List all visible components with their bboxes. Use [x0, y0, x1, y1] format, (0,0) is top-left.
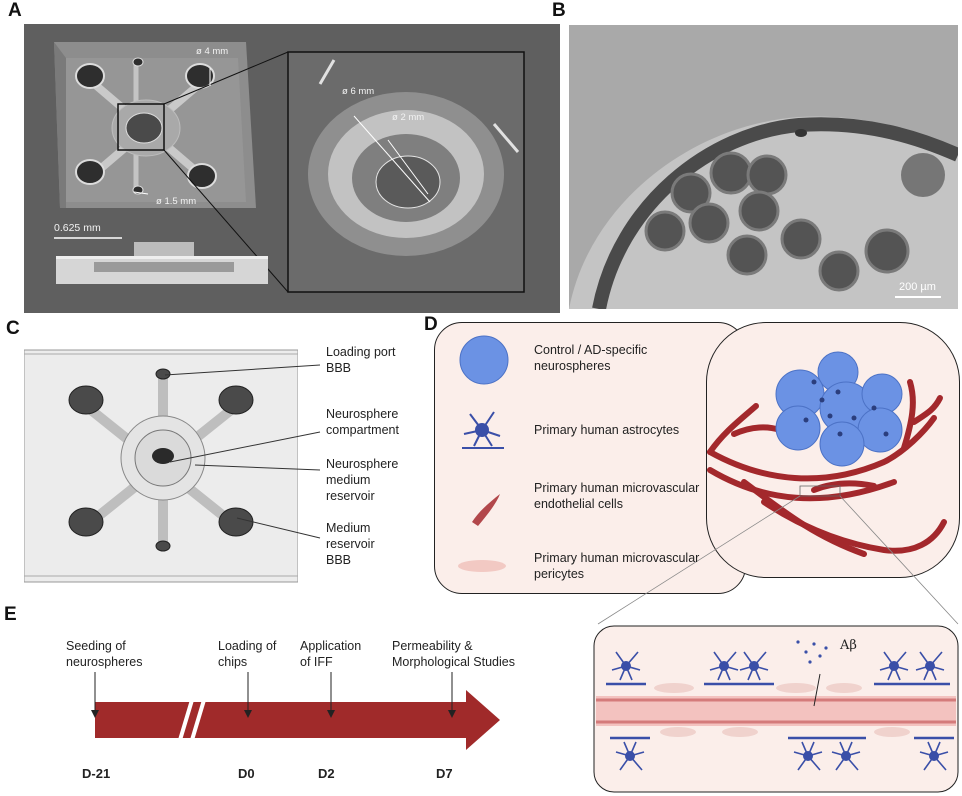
timeline-pointer-arrow: [448, 672, 456, 718]
pericyte-icon: [458, 560, 506, 572]
legend-label-0: Control / AD-specific neurospheres: [534, 343, 648, 373]
timeline-event-label: Permeability & Morphological Studies: [392, 639, 515, 669]
medium-reservoir-label: Medium reservoir BBB: [326, 521, 375, 567]
timeline-day-label: D-21: [82, 766, 111, 781]
timeline-event-label: Loading of chips: [218, 639, 277, 669]
panel-d-illustration: [458, 335, 959, 793]
scale-bar-label-b: 200 µm: [899, 281, 936, 293]
neurosphere-medium-reservoir-label: Neurosphere medium reservoir: [326, 457, 399, 503]
panel-c-chip-top-view: [24, 344, 298, 584]
dim-label-6mm: ø 6 mm: [342, 86, 375, 97]
timeline-day-label: D7: [436, 766, 453, 781]
panel-c-callout-lines: [164, 364, 321, 539]
neurosphere-micrograph: [569, 25, 958, 309]
panel-label-c: C: [6, 318, 20, 339]
chip-cad-render: [54, 42, 525, 293]
panel-label-a: A: [8, 0, 22, 21]
timeline-event-label: Application of IFF: [300, 639, 362, 669]
endothelial-cell-icon: [472, 494, 500, 526]
dim-label-2mm: ø 2 mm: [392, 112, 425, 123]
panel-label-d: D: [424, 314, 438, 335]
panel-a-render: ø 4 mm ø 6 mm ø 2 mm ø 1.5 mm 0.625 mm: [24, 24, 560, 313]
dim-label-1-5mm: ø 1.5 mm: [156, 196, 197, 207]
legend-label-3: Primary human microvascular pericytes: [534, 551, 700, 581]
timeline-arrow: [95, 690, 500, 750]
neurosphere-compartment-label: Neurosphere compartment: [326, 407, 399, 437]
legend-label-1: Primary human astrocytes: [534, 423, 680, 437]
timeline-pointer-arrow: [244, 672, 252, 718]
scale-bar-label-a: 0.625 mm: [54, 222, 101, 234]
timeline-pointer-arrow: [91, 672, 99, 718]
abeta-label: Aβ: [840, 638, 857, 653]
loading-port-label: Loading port BBB: [326, 345, 396, 375]
chip-top-view: [24, 349, 298, 583]
timeline-event-label: Seeding of neurospheres: [66, 639, 143, 669]
timeline-day-label: D0: [238, 766, 255, 781]
panel-b-micrograph: 200 µm: [569, 25, 958, 309]
panel-label-e: E: [4, 604, 17, 625]
timeline-day-label: D2: [318, 766, 335, 781]
panel-label-b: B: [552, 0, 566, 21]
legend-label-2: Primary human microvascular endothelial …: [534, 481, 700, 511]
timeline-pointer-arrow: [327, 672, 335, 718]
dim-label-4mm: ø 4 mm: [196, 46, 229, 57]
neurosphere-icon: [459, 335, 509, 385]
